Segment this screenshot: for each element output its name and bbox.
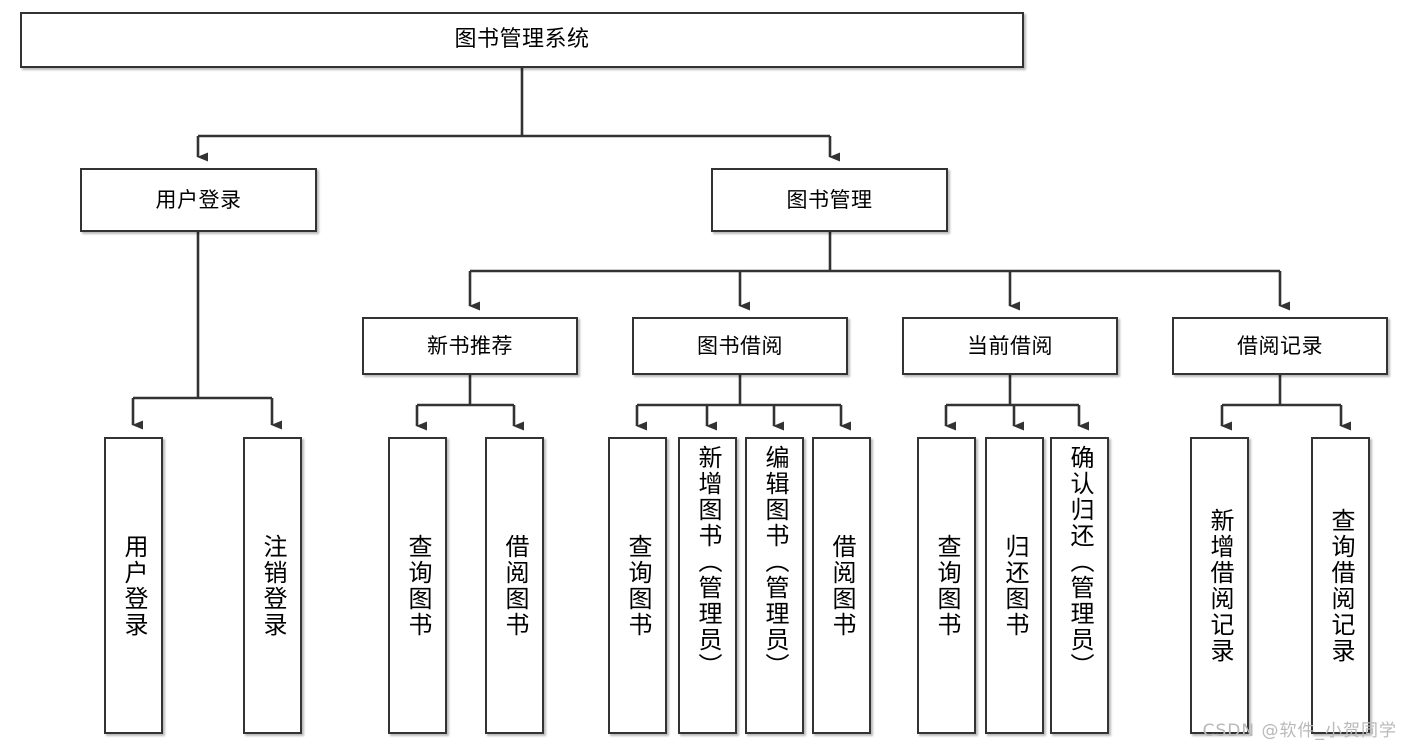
leaf-confirm-return[interactable]: 确认归还（管理员） [1050,437,1109,734]
leaf-add-record[interactable]: 新增借阅记录 [1190,437,1249,734]
node-user-login[interactable]: 用户登录 [80,168,317,232]
node-label: 借阅图书 [827,533,856,638]
leaf-query-record[interactable]: 查询借阅记录 [1311,437,1370,734]
node-label: 查询图书 [623,533,652,638]
leaf-borrow-book-2[interactable]: 借阅图书 [812,437,871,734]
node-label: 图书管理系统 [454,27,590,53]
node-label: 当前借阅 [967,333,1053,358]
leaf-query-book-3[interactable]: 查询图书 [917,437,976,734]
node-label: 新增图书（管理员） [693,445,722,679]
leaf-logout[interactable]: 注销登录 [243,437,302,734]
leaf-user-login[interactable]: 用户登录 [104,437,163,734]
node-label: 查询图书 [932,533,961,638]
node-book-borrow[interactable]: 图书借阅 [632,317,848,375]
node-borrow-record[interactable]: 借阅记录 [1172,317,1388,375]
node-label: 确认归还（管理员） [1065,445,1094,679]
node-label: 查询图书 [403,533,432,638]
leaf-query-book-2[interactable]: 查询图书 [608,437,667,734]
node-label: 借阅记录 [1237,333,1323,358]
node-label: 查询借阅记录 [1326,507,1355,664]
node-label: 新书推荐 [427,333,513,358]
leaf-query-book-1[interactable]: 查询图书 [388,437,447,734]
node-root-图书管理系统[interactable]: 图书管理系统 [20,12,1024,68]
node-label: 借阅图书 [500,533,529,638]
node-label: 图书管理 [786,187,873,212]
node-label: 图书借阅 [697,333,783,358]
node-label: 归还图书 [1000,533,1029,638]
node-label: 用户登录 [119,533,148,638]
leaf-edit-book[interactable]: 编辑图书（管理员） [745,437,804,734]
node-new-book-recommend[interactable]: 新书推荐 [362,317,578,375]
node-label: 新增借阅记录 [1205,507,1234,664]
leaf-borrow-book-1[interactable]: 借阅图书 [485,437,544,734]
leaf-add-book[interactable]: 新增图书（管理员） [678,437,737,734]
node-current-borrow[interactable]: 当前借阅 [902,317,1118,375]
node-book-manage[interactable]: 图书管理 [711,168,948,232]
csdn-watermark: CSDN @软件_小贺同学 [1202,721,1397,741]
node-label: 编辑图书（管理员） [760,445,789,679]
leaf-return-book[interactable]: 归还图书 [985,437,1044,734]
node-label: 注销登录 [258,533,287,638]
node-label: 用户登录 [155,187,242,212]
